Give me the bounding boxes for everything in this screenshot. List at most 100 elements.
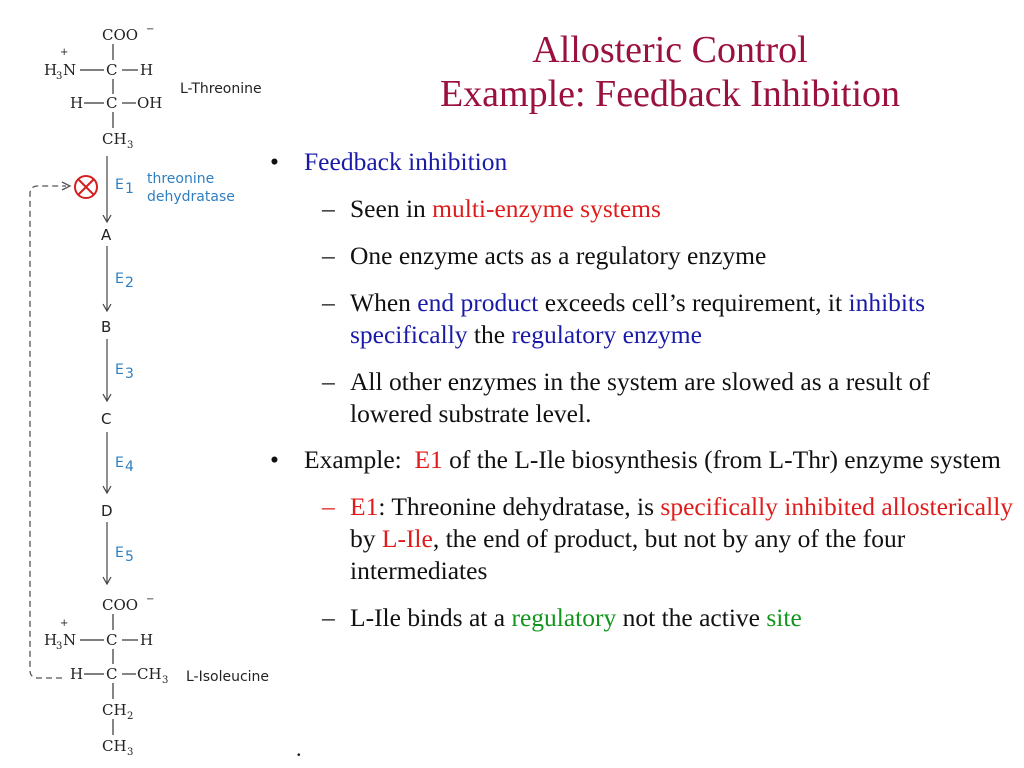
thr-carboxyl: COO (102, 26, 138, 44)
enzyme-e1: E (115, 177, 124, 193)
dash-marker: – (322, 241, 335, 270)
ile-amine-n: N (63, 631, 76, 649)
thr-carboxyl-charge: − (146, 24, 154, 35)
ile-alpha-h: H (140, 631, 153, 649)
isoleucine-label: L-Isoleucine (186, 669, 269, 685)
thr-methyl-sub: 3 (127, 140, 133, 151)
thr-amine-sub: 3 (56, 71, 62, 82)
intermediate-b: B (101, 318, 111, 336)
ile-beta-c: C (106, 665, 117, 683)
title-line-2: Example: Feedback Inhibition (439, 73, 901, 115)
ile-methylene: CH (102, 701, 127, 719)
arrowhead-e3 (102, 393, 112, 403)
dash-marker: – (322, 367, 335, 396)
isoleucine-structure: COO − + H 3 N C H H C CH 3 CH 2 CH 3 L-I… (44, 594, 269, 758)
enzyme-e4-sub: 4 (125, 459, 134, 475)
ile-carboxyl: COO (102, 596, 138, 614)
sub-bullet-text: exceeds cell’s requirement, it (538, 288, 849, 317)
enzyme-e3: E (115, 362, 124, 378)
ile-methyl: CH (102, 737, 127, 755)
arrowhead-e1 (102, 214, 112, 224)
sub-bullet-text: by (350, 524, 382, 553)
ile-carboxyl-charge: − (146, 594, 154, 605)
enzyme-e2-sub: 2 (125, 275, 134, 291)
highlight-red: specifically inhibited allosterically (660, 492, 1014, 521)
thr-amine-n: N (63, 61, 76, 79)
sub-bullet-text: Seen in (350, 194, 433, 223)
highlight-red: E1 (414, 445, 443, 474)
bullet-text: Example: (304, 445, 415, 474)
highlight-blue: end product (417, 288, 539, 317)
sub-bullet-text: One enzyme acts as a regulatory enzyme (350, 241, 767, 270)
enzyme-e3-sub: 3 (125, 366, 134, 382)
inhibition-icon (74, 175, 98, 199)
sub-bullet-regulatory: – One enzyme acts as a regulatory enzyme (268, 240, 1018, 272)
highlight-red: L-Ile (381, 524, 433, 553)
bullet-marker: • (270, 147, 279, 176)
enzyme-e5: E (115, 545, 124, 561)
highlight-green: regulatory (511, 603, 617, 632)
title-line-1: Allosteric Control (532, 29, 808, 71)
highlight-blue: regulatory enzyme (511, 320, 702, 349)
thr-methyl: CH (102, 130, 127, 148)
sub-bullet-end-product: – When end product exceeds cell’s requir… (268, 287, 1018, 351)
ile-amine-sub: 3 (56, 641, 62, 652)
enzyme-e4: E (115, 455, 124, 471)
sub-bullet-text: When (350, 288, 418, 317)
enzyme-e2: E (115, 271, 124, 287)
thr-alpha-h: H (140, 61, 153, 79)
ile-beta-methyl-sub: 3 (162, 675, 168, 686)
arrowhead-e4 (102, 485, 112, 495)
pathway-arrows (102, 156, 112, 586)
bullet-text: of the L-Ile biosynthesis (from L-Thr) e… (442, 445, 1001, 474)
footer-dot: . (296, 736, 302, 761)
arrowhead-e5 (102, 576, 112, 586)
sub-bullet-text: All other enzymes in the system are slow… (350, 367, 930, 428)
feedback-dashed-line (29, 185, 66, 679)
intermediate-a: A (101, 226, 112, 244)
ile-amine-h: H (44, 631, 57, 649)
sub-bullet-slowed: – All other enzymes in the system are sl… (268, 366, 1018, 430)
bullet-list: • Feedback inhibition – Seen in multi-en… (268, 146, 1018, 634)
threonine-label: L-Threonine (180, 81, 262, 97)
thr-beta-c: C (106, 94, 117, 112)
feedback-loop (29, 185, 66, 679)
bullet-example: • Example: E1 of the L-Ile biosynthesis … (268, 444, 1018, 476)
pathway-diagram: COO − + H 3 N C H H C OH CH 3 L-Threonin… (29, 24, 269, 758)
thr-alpha-c: C (106, 61, 117, 79)
sub-bullet-binding-site: – L-Ile binds at a regulatory not the ac… (268, 602, 1018, 634)
threonine-structure: COO − + H 3 N C H H C OH CH 3 L-Threonin… (44, 24, 262, 151)
intermediate-c: C (101, 410, 111, 428)
ile-beta-h: H (70, 665, 83, 683)
ile-amine-charge: + (60, 618, 68, 629)
bullet-text: Feedback inhibition (304, 147, 508, 176)
enzyme-name-line2: dehydratase (147, 189, 235, 205)
thr-amine-h: H (44, 61, 57, 79)
thr-hydroxyl: OH (137, 94, 162, 112)
bullet-feedback-inhibition: • Feedback inhibition (268, 146, 1018, 178)
feedback-arrowhead (61, 181, 72, 191)
highlight-red: multi-enzyme systems (432, 194, 661, 223)
dash-marker: – (322, 492, 335, 521)
highlight-green: site (766, 603, 802, 632)
dash-marker: – (322, 288, 335, 317)
enzyme-e1-sub: 1 (125, 181, 134, 197)
enzyme-e5-sub: 5 (125, 549, 134, 565)
dash-marker: – (322, 603, 335, 632)
sub-bullet-text: : Threonine dehydratase, is (378, 492, 661, 521)
sub-bullet-text: L-Ile binds at a (350, 603, 512, 632)
ile-alpha-c: C (106, 631, 117, 649)
arrowhead-e2 (102, 303, 112, 313)
thr-amine-charge: + (60, 47, 68, 58)
intermediate-d: D (101, 502, 113, 520)
sub-bullet-e1: – E1: Threonine dehydratase, is specific… (268, 491, 1018, 587)
ile-methyl-sub: 3 (127, 747, 133, 758)
thr-beta-h: H (70, 94, 83, 112)
sub-bullet-text: not the active (616, 603, 767, 632)
highlight-blue: inhibits specifically (350, 288, 925, 349)
enzyme-name-line1: threonine (147, 171, 214, 187)
sub-bullet-multienzyme: – Seen in multi-enzyme systems (268, 193, 1018, 225)
sub-bullet-text: the (467, 320, 512, 349)
ile-beta-methyl: CH (137, 665, 162, 683)
slide-title: Allosteric Control Example: Feedback Inh… (300, 28, 1024, 116)
